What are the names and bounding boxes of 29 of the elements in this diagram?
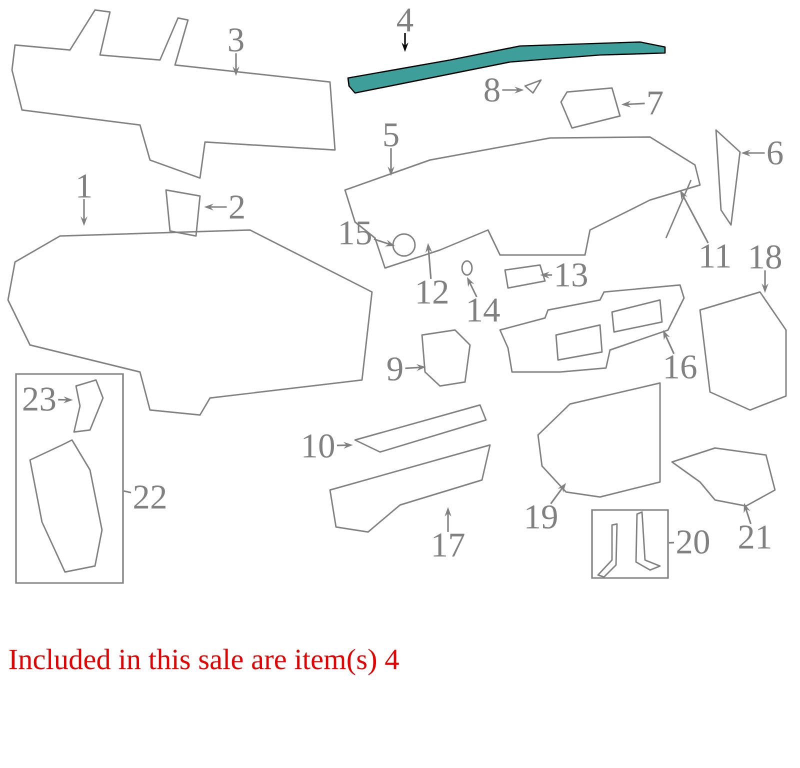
bracket-line: [668, 542, 674, 544]
callout-number: 7: [648, 92, 663, 114]
group-frame: [15, 373, 124, 584]
callout-number: 20: [677, 530, 710, 554]
callout-number: 21: [739, 526, 770, 548]
callout-number: 17: [434, 534, 464, 556]
callout-number: 9: [387, 357, 402, 381]
trim-part: [560, 87, 621, 129]
callout-number: 22: [134, 486, 166, 508]
callout-number: 8: [484, 78, 500, 102]
callout-number: 18: [750, 245, 782, 269]
callout-number: 23: [23, 388, 56, 411]
callout-number: 14: [468, 298, 500, 322]
callout-number: 16: [666, 355, 696, 379]
caption: Included in this sale are item(s) 4: [9, 648, 399, 676]
callout-number: 10: [304, 434, 334, 458]
callout-number: 4: [397, 8, 414, 32]
group-frame: [591, 509, 669, 579]
callout-number: 2: [230, 196, 244, 218]
callout-number: 15: [340, 221, 371, 245]
callout-number: 1: [78, 174, 91, 198]
callout-number: 6: [768, 141, 783, 165]
callout-number: 3: [229, 28, 244, 52]
callout-number: 19: [526, 505, 557, 529]
callout-number: 11: [701, 244, 730, 268]
callout-number: 12: [418, 280, 448, 304]
callout-number: 13: [556, 263, 587, 287]
bracket-line: [124, 490, 132, 494]
callout-number: 5: [384, 123, 398, 147]
